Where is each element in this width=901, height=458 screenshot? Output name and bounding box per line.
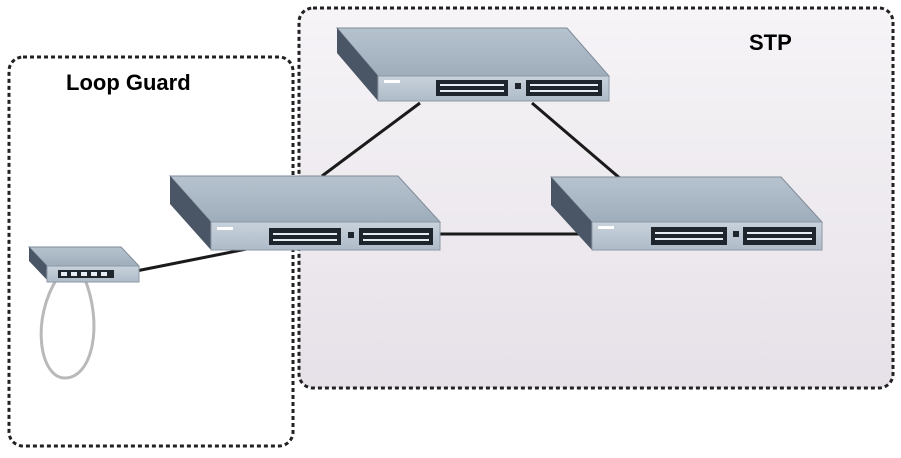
loop-guard-label: Loop Guard [66,70,191,95]
link-core-to-top [321,101,421,178]
stp-label: STP [749,30,792,55]
switch-small-hub [27,246,141,283]
switch-stp-top [335,27,611,102]
switch-core [168,175,442,251]
loop-cable [39,276,96,380]
switch-stp-right [549,176,824,251]
link-top-to-right [531,101,623,182]
links [39,101,623,380]
loop-guard-zone [7,55,295,448]
